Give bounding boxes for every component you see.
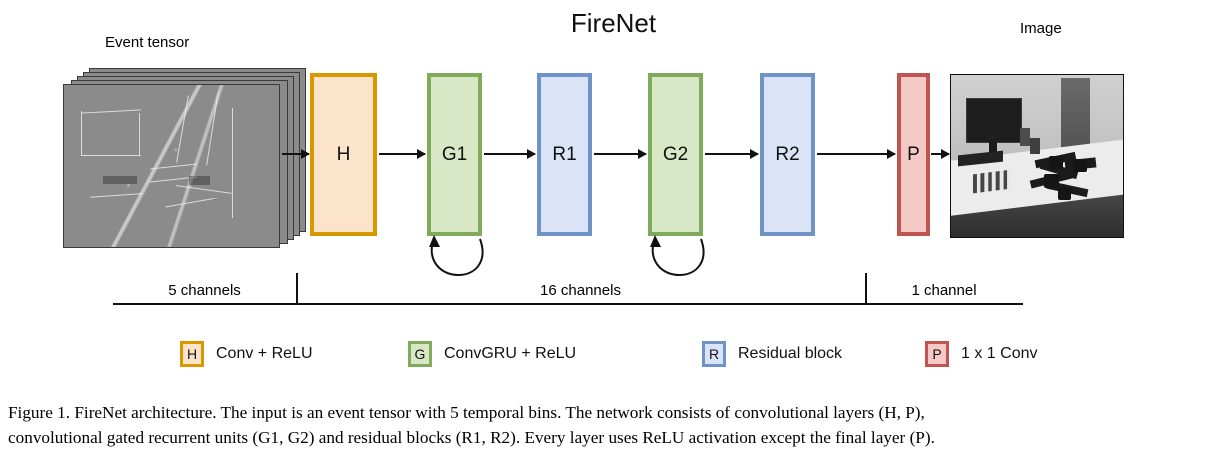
legend-swatch-G-icon: G bbox=[408, 341, 432, 367]
legend-swatch-H-icon: H bbox=[180, 341, 204, 367]
arrow-input-to-H bbox=[282, 149, 310, 159]
output-image-label: Image bbox=[1020, 20, 1062, 37]
arrow-R1-to-G2 bbox=[594, 149, 647, 159]
arrow-P-to-output bbox=[931, 149, 950, 159]
legend-swatch-P-icon: P bbox=[925, 341, 949, 367]
event-tensor-bin-5 bbox=[63, 84, 280, 248]
layer-block-R1-label: R1 bbox=[552, 143, 577, 165]
figure-caption-line-2: convolutional gated recurrent units (G1,… bbox=[8, 428, 935, 447]
layer-block-R1[interactable]: R1 bbox=[537, 73, 592, 236]
output-image bbox=[950, 74, 1124, 238]
legend-label-conv: Conv + ReLU bbox=[216, 345, 313, 362]
event-tensor-label: Event tensor bbox=[105, 34, 190, 51]
event-tensor-image bbox=[63, 68, 308, 248]
layer-block-G1-label: G1 bbox=[441, 143, 468, 165]
legend-label-1x1conv: 1 x 1 Conv bbox=[961, 345, 1038, 362]
legend: H Conv + ReLU G ConvGRU + ReLU R Residua… bbox=[180, 336, 1060, 372]
layer-block-H-label: H bbox=[336, 143, 351, 165]
recurrent-loop-G1-icon bbox=[429, 235, 484, 277]
channel-bracket: 5 channels 16 channels 1 channel bbox=[113, 271, 1023, 305]
legend-symbol-G: G bbox=[414, 346, 426, 362]
legend-item-residual[interactable]: R Residual block bbox=[702, 336, 842, 372]
bracket-horizontal-line bbox=[113, 303, 1023, 305]
arrow-G2-to-R2 bbox=[705, 149, 759, 159]
figure-caption: Figure 1. FireNet architecture. The inpu… bbox=[8, 400, 1221, 450]
channel-label-input: 5 channels bbox=[168, 282, 241, 299]
bracket-divider-2 bbox=[865, 273, 867, 305]
legend-item-convgru[interactable]: G ConvGRU + ReLU bbox=[408, 336, 576, 372]
layer-block-R2-label: R2 bbox=[775, 143, 800, 165]
legend-item-1x1conv[interactable]: P 1 x 1 Conv bbox=[925, 336, 1037, 372]
layer-block-R2[interactable]: R2 bbox=[760, 73, 815, 236]
arrow-G1-to-R1 bbox=[484, 149, 536, 159]
legend-symbol-P: P bbox=[932, 346, 942, 362]
layer-block-G1[interactable]: G1 bbox=[427, 73, 482, 236]
figure-caption-line-1: Figure 1. FireNet architecture. The inpu… bbox=[8, 403, 925, 422]
legend-label-convgru: ConvGRU + ReLU bbox=[444, 345, 577, 362]
channel-label-hidden: 16 channels bbox=[540, 282, 621, 299]
bracket-divider-1 bbox=[296, 273, 298, 305]
arrow-H-to-G1 bbox=[379, 149, 426, 159]
legend-label-residual: Residual block bbox=[738, 345, 843, 362]
legend-symbol-R: R bbox=[708, 346, 720, 362]
legend-swatch-R-icon: R bbox=[702, 341, 726, 367]
layer-block-G2[interactable]: G2 bbox=[648, 73, 703, 236]
arrow-R2-to-P bbox=[817, 149, 896, 159]
layer-block-P-label: P bbox=[907, 143, 920, 165]
layer-block-H[interactable]: H bbox=[310, 73, 377, 236]
legend-item-conv[interactable]: H Conv + ReLU bbox=[180, 336, 313, 372]
legend-symbol-H: H bbox=[186, 346, 198, 362]
recurrent-loop-G2-icon bbox=[650, 235, 705, 277]
layer-block-P[interactable]: P bbox=[897, 73, 930, 236]
channel-label-output: 1 channel bbox=[911, 282, 977, 299]
figure-title: FireNet bbox=[570, 8, 657, 38]
layer-block-G2-label: G2 bbox=[662, 143, 689, 165]
